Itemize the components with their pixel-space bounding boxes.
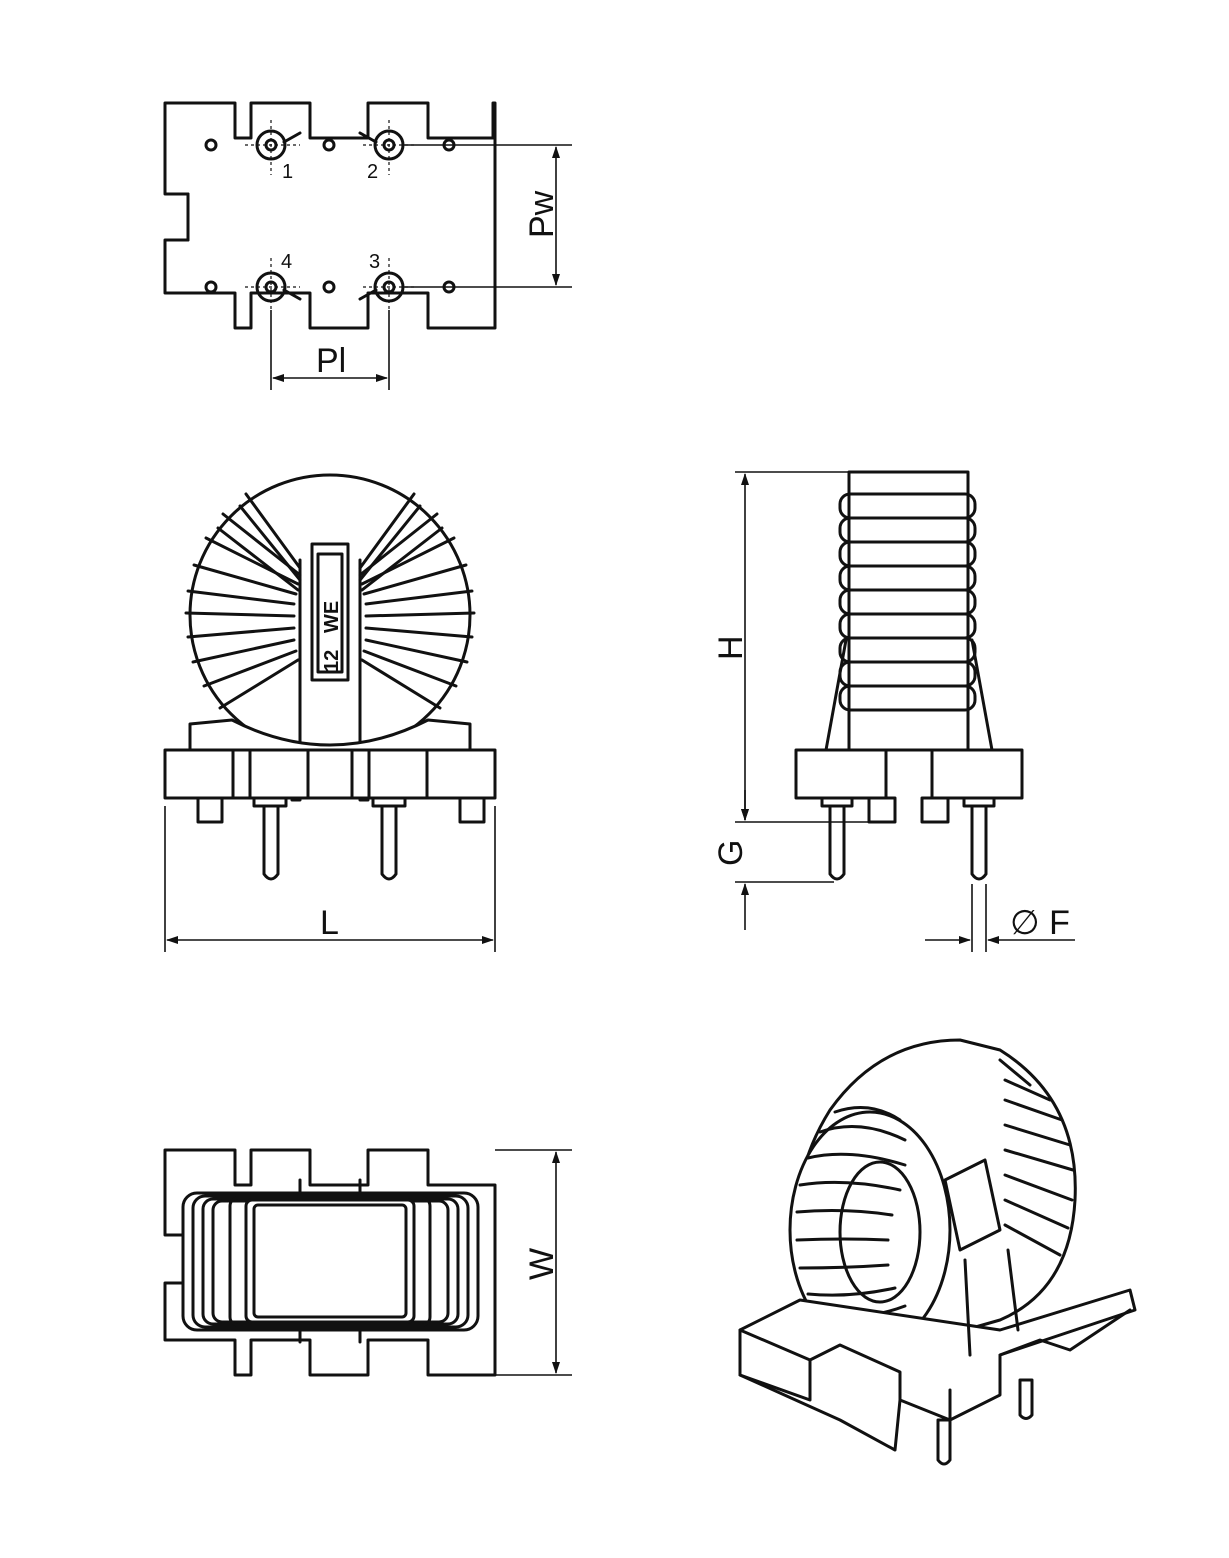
isometric-view (738, 1038, 1137, 1466)
iso-base (738, 1288, 1137, 1452)
dimension-pw: Pw (403, 144, 572, 288)
dimension-f: ∅ F (925, 884, 1075, 952)
bottom-view: W (163, 1148, 572, 1377)
side-winding (838, 492, 977, 712)
bottom-core-face (244, 1198, 416, 1324)
side-view: H G ∅ F (712, 470, 1075, 952)
iso-divider (943, 1158, 1002, 1252)
core-saddle (188, 718, 472, 752)
iso-winding-back (998, 1058, 1075, 1257)
bottom-view-base-outline (163, 1148, 497, 1377)
right-winding (358, 492, 476, 710)
pin-left (262, 804, 280, 881)
iso-pin-right (1018, 1378, 1034, 1420)
standoff-right (458, 796, 486, 824)
dimension-w: W (495, 1149, 572, 1376)
side-base-left (794, 748, 888, 800)
side-core (847, 470, 970, 752)
iso-lead-left (963, 1258, 972, 1357)
pin-number-4: 4 (281, 251, 292, 273)
pin-number-1: 1 (282, 161, 293, 183)
value-marking: 12 (321, 650, 343, 672)
standoff-left (196, 796, 224, 824)
side-standoff-right (920, 796, 950, 824)
pin-right (380, 804, 398, 881)
pin-number-2: 2 (367, 161, 378, 183)
iso-lead-right (1006, 1248, 1020, 1332)
dimension-h: H (712, 471, 869, 823)
dimension-l-label: L (320, 904, 339, 942)
iso-winding-front (795, 1106, 907, 1320)
dimension-l: L (164, 806, 496, 952)
dimension-g-label: G (712, 840, 750, 866)
side-pin-right (970, 804, 988, 881)
side-pin-left (828, 804, 846, 881)
dimension-pl-label: Pl (316, 342, 346, 380)
left-winding (184, 492, 302, 710)
dimension-pw-label: Pw (523, 190, 561, 238)
dimension-h-label: H (712, 635, 750, 660)
we-logo: WE (321, 601, 343, 633)
top-view: 1 2 4 3 Pw Pl (163, 101, 572, 390)
iso-pin-front (936, 1418, 952, 1466)
side-lead-left (824, 638, 848, 752)
dimension-f-label: ∅ F (1010, 904, 1070, 942)
dimension-g: G (712, 790, 834, 930)
mounting-holes (204, 138, 456, 294)
lead-wire-right (358, 558, 370, 802)
dimension-w-label: W (523, 1248, 561, 1280)
top-view-base-outline (163, 101, 497, 330)
front-view: WE 12 L (163, 473, 497, 952)
pin-number-3: 3 (369, 251, 380, 273)
dimension-pl: Pl (270, 310, 390, 390)
side-lead-right (970, 638, 994, 752)
side-base-right (930, 748, 1024, 800)
lead-wire-left (290, 558, 302, 802)
side-standoff-left (867, 796, 897, 824)
front-base (163, 748, 497, 800)
